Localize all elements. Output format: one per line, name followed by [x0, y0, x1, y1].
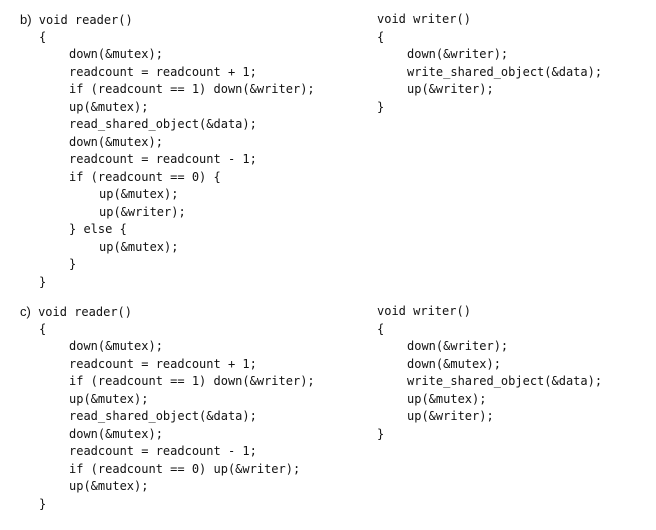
- section-b-label: b): [20, 12, 32, 27]
- code-line: }: [377, 426, 385, 441]
- code-line: readcount = readcount + 1;: [69, 356, 257, 371]
- code-line: } else {: [69, 222, 127, 236]
- code-line: down(&mutex);: [69, 47, 163, 61]
- code-line: {: [377, 29, 385, 44]
- code-line: down(&mutex);: [69, 426, 163, 441]
- code-line: readcount = readcount - 1;: [69, 152, 257, 166]
- code-line: write_shared_object(&data);: [407, 64, 603, 79]
- code-line: readcount = readcount - 1;: [69, 444, 257, 458]
- code-line: down(&mutex);: [407, 356, 501, 371]
- code-line: up(&mutex);: [99, 187, 179, 201]
- code-line: }: [39, 274, 47, 289]
- code-line: down(&writer);: [407, 47, 509, 61]
- code-line: up(&writer);: [407, 409, 494, 423]
- code-line: up(&writer);: [99, 204, 186, 219]
- section-c-writer-code: void writer() { down(&writer); down(&mut…: [377, 303, 602, 443]
- code-line: down(&mutex);: [69, 339, 163, 353]
- code-line: up(&mutex);: [69, 479, 149, 493]
- section-b-writer-code: void writer() { down(&writer); write_sha…: [377, 11, 602, 116]
- code-line: if (readcount == 0) up(&writer);: [69, 461, 301, 476]
- code-line: if (readcount == 1) down(&writer);: [69, 374, 315, 388]
- code-line: write_shared_object(&data);: [407, 374, 603, 388]
- code-line: up(&writer);: [407, 82, 494, 96]
- section-c-label: c): [20, 304, 31, 319]
- writer-signature: void writer(): [377, 304, 471, 318]
- code-line: if (readcount == 1) down(&writer);: [69, 82, 315, 96]
- code-line: {: [39, 321, 47, 336]
- section-c-header: c) void reader(): [20, 303, 315, 321]
- section-b-reader-code: b) void reader() { down(&mutex); readcou…: [20, 11, 315, 291]
- code-line: read_shared_object(&data);: [69, 409, 257, 423]
- writer-signature: void writer(): [377, 12, 471, 26]
- code-line: down(&mutex);: [69, 134, 163, 149]
- code-line: up(&mutex);: [69, 99, 149, 114]
- code-line: readcount = readcount + 1;: [69, 64, 257, 79]
- section-b-header: b) void reader(): [20, 11, 315, 29]
- section-c-reader-code: c) void reader() { down(&mutex); readcou…: [20, 303, 315, 513]
- code-line: down(&writer);: [407, 339, 509, 353]
- code-line: up(&mutex);: [407, 391, 487, 406]
- reader-signature: void reader(): [38, 305, 132, 319]
- code-line: up(&mutex);: [99, 239, 179, 254]
- code-line: }: [69, 257, 77, 271]
- code-line: }: [377, 99, 385, 114]
- code-line: if (readcount == 0) {: [69, 169, 221, 184]
- code-line: up(&mutex);: [69, 391, 149, 406]
- code-line: read_shared_object(&data);: [69, 117, 257, 131]
- code-line: {: [377, 321, 385, 336]
- code-line: }: [39, 496, 47, 511]
- reader-signature: void reader(): [38, 13, 133, 27]
- code-line: {: [39, 29, 47, 44]
